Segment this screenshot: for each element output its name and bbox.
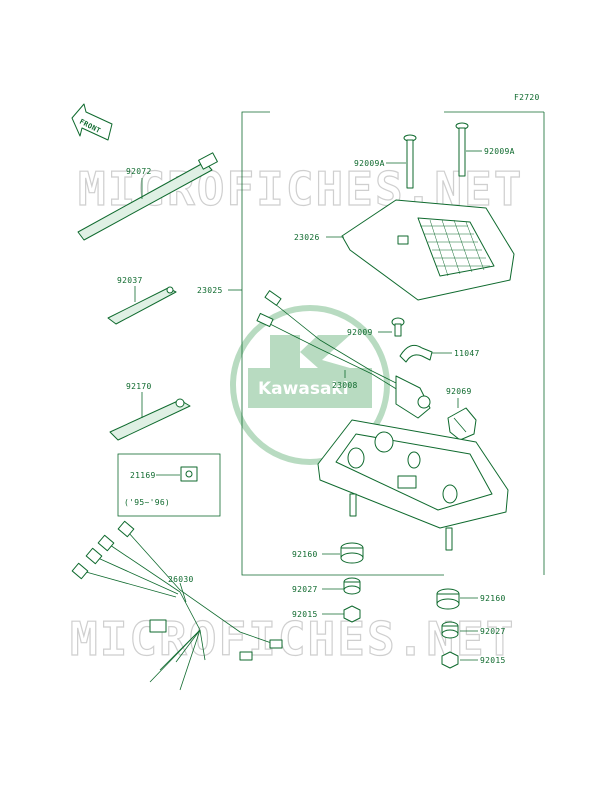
label-92027-left: 92027: [292, 585, 318, 594]
collar-92027-left: [343, 577, 361, 595]
front-arrow-icon: FRONT: [71, 103, 113, 141]
screw-92009A-left: [403, 134, 417, 189]
collar-92027-right: [441, 621, 459, 639]
bracket-92037: [107, 286, 177, 325]
screw-92009: [391, 317, 405, 337]
label-11047: 11047: [454, 349, 480, 358]
grommet-92160-right: [436, 588, 460, 610]
kawasaki-logo: Kawasaki: [230, 305, 390, 465]
label-23008: 23008: [332, 381, 358, 390]
figure-code: F2720: [514, 93, 540, 102]
label-92015-right: 92015: [480, 656, 506, 665]
wire-harness-26030: [71, 520, 283, 691]
logo-text: Kawasaki: [258, 379, 349, 399]
label-92009A-right: 92009A: [484, 147, 515, 156]
label-92160-right: 92160: [480, 594, 506, 603]
label-92170: 92170: [126, 382, 152, 391]
year-note: ('95~'96): [124, 498, 170, 507]
lens-cover-23026: [341, 199, 515, 301]
label-26030: 26030: [168, 575, 194, 584]
label-92160-left: 92160: [292, 550, 318, 559]
bulb-92069: [447, 407, 477, 441]
label-92037: 92037: [117, 276, 143, 285]
label-92009A-left: 92009A: [354, 159, 385, 168]
label-23026: 23026: [294, 233, 320, 242]
label-92009: 92009: [347, 328, 373, 337]
socket-23008: [256, 290, 431, 419]
grommet-92160-left: [340, 542, 364, 564]
assembly-bracket-23025: [241, 111, 444, 576]
watermark-bottom: MICROFICHES.NET: [70, 612, 515, 666]
clamp-11047: [399, 344, 433, 363]
label-21169: 21169: [130, 471, 156, 480]
nut-92015-left: [343, 605, 361, 623]
label-92072: 92072: [126, 167, 152, 176]
label-23025: 23025: [197, 286, 223, 295]
label-92015-left: 92015: [292, 610, 318, 619]
clamp-92170: [109, 392, 191, 441]
box-21169: [117, 453, 221, 517]
label-92069: 92069: [446, 387, 472, 396]
label-92027-right: 92027: [480, 627, 506, 636]
nut-92015-right: [441, 651, 459, 669]
screw-92009A-right: [455, 122, 469, 177]
housing-base: [317, 419, 509, 551]
cable-tie-92072: [77, 152, 218, 241]
